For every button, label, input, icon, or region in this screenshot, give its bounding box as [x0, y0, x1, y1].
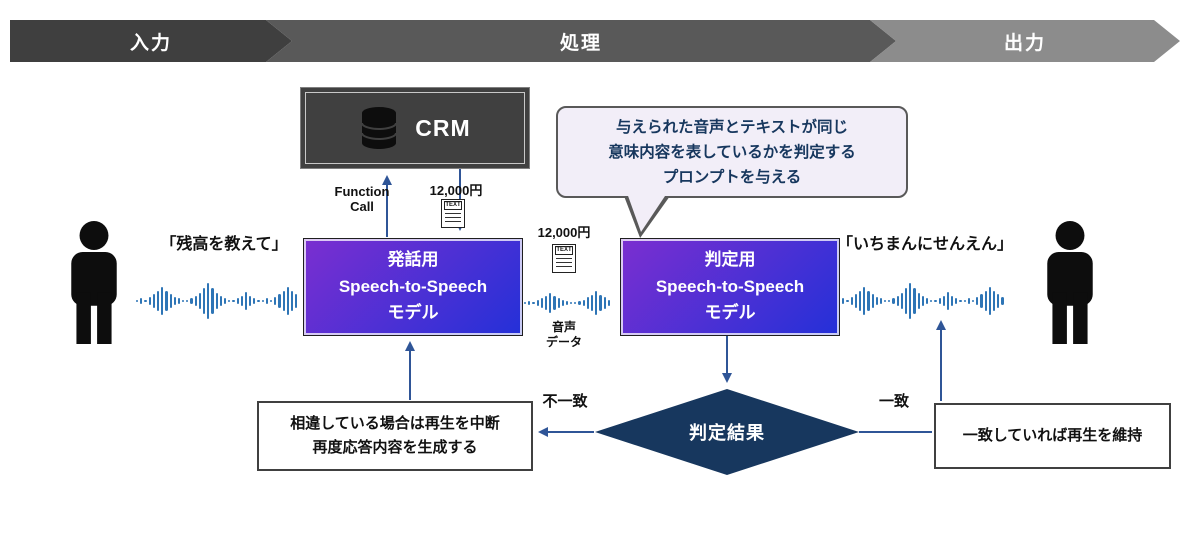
match-note-text: 一致していれば再生を維持 — [962, 427, 1143, 444]
amount-label-2: 12,000円 — [537, 225, 591, 240]
speech-model-box: 発話用 Speech-to-Speech モデル — [303, 238, 523, 336]
banner-input-label: 入力 — [129, 32, 172, 54]
banner-output-label: 出力 — [1003, 32, 1046, 54]
speech-model-line2: Speech-to-Speech — [338, 276, 488, 296]
input-waveform-icon — [136, 283, 302, 319]
database-icon — [361, 107, 398, 149]
match-note-box: 一致していれば再生を維持 — [934, 403, 1171, 469]
decision-label: 判定結果 — [689, 423, 765, 443]
audio-data-waveform-icon — [524, 291, 616, 315]
banner-step-input: 入力 — [10, 20, 292, 62]
judge-model-box: 判定用 Speech-to-Speech モデル — [620, 238, 840, 336]
text-doc-tag: TEXT — [444, 201, 462, 210]
function-call-label: Function Call — [334, 184, 390, 214]
output-waveform-icon — [838, 283, 1006, 319]
judge-prompt-callout: 与えられた音声とテキストが同じ 意味内容を表しているかを判定する プロンプトを与… — [556, 106, 908, 238]
user-person-icon — [71, 221, 117, 344]
text-document-icon: TEXT — [552, 244, 576, 273]
audio-data-label: 音声 データ — [545, 320, 582, 349]
amount-label-1: 12,000円 — [429, 183, 483, 198]
mismatch-label: 不一致 — [542, 393, 588, 410]
judge-model-line2: Speech-to-Speech — [655, 276, 805, 296]
speech-model-line1: 発話用 — [387, 250, 439, 270]
crm-box: CRM — [300, 87, 530, 169]
callout-text: 与えられた音声とテキストが同じ 意味内容を表しているかを判定する プロンプトを与… — [608, 118, 856, 186]
mismatch-note-text: 相違している場合は再生を中断 再度応答内容を生成する — [290, 415, 500, 456]
output-quote: 「いちまんにせんえん」 — [836, 236, 1013, 253]
banner-step-process: 処理 — [266, 20, 896, 62]
listener-person-icon — [1047, 221, 1093, 344]
text-document-icon: TEXT — [441, 199, 465, 228]
judge-model-line3: モデル — [704, 303, 756, 323]
crm-label: CRM — [415, 114, 471, 141]
banner-step-output: 出力 — [870, 20, 1180, 62]
text-doc-tag: TEXT — [555, 246, 573, 255]
mismatch-note-box: 相違している場合は再生を中断 再度応答内容を生成する — [257, 401, 533, 471]
judge-model-line1: 判定用 — [704, 250, 756, 270]
input-quote: 「残高を教えて」 — [160, 236, 288, 253]
match-label: 一致 — [878, 393, 909, 410]
decision-diamond: 判定結果 — [595, 389, 859, 475]
speech-model-line3: モデル — [387, 303, 439, 323]
banner-process-label: 処理 — [559, 32, 602, 54]
